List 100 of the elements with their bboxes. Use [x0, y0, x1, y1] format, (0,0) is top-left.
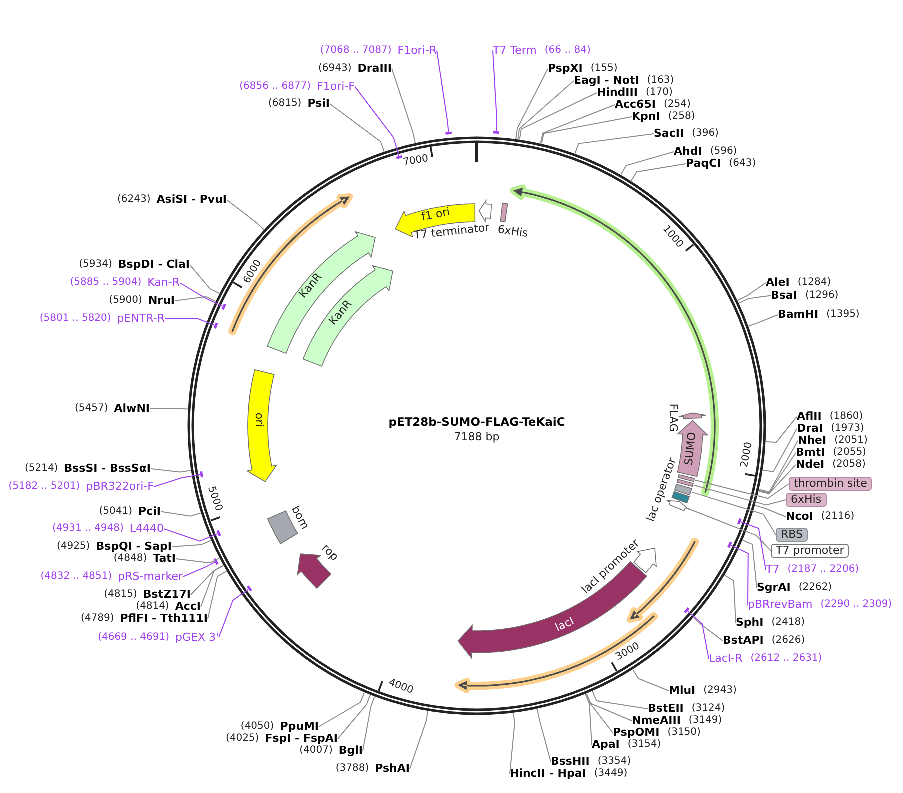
cut-position: (2418) — [772, 617, 805, 629]
cut-position: (1860) — [830, 411, 864, 423]
primer-name: T7 Term — [493, 44, 537, 57]
leader-line — [510, 712, 516, 774]
leader-line — [585, 694, 592, 746]
primer-name: F1ori-R — [398, 44, 437, 57]
leader-line — [694, 484, 786, 506]
leader-line — [518, 80, 574, 140]
enzyme-name: BssHII — [551, 756, 590, 768]
primer-name: T7 — [766, 564, 780, 576]
cut-position: (4050) — [240, 721, 274, 733]
feature-name: rop — [319, 542, 341, 564]
feature-name: FLAG — [667, 404, 679, 432]
leader-line — [330, 104, 385, 152]
primer-position: (5885 .. 5904) — [70, 277, 142, 289]
cut-position: (4007) — [300, 745, 333, 757]
enzyme-name: NdeI — [796, 459, 825, 471]
cut-position: (3354) — [598, 756, 632, 768]
cut-position: (2262) — [798, 582, 832, 594]
feature-name: T7 terminator — [414, 222, 490, 242]
cut-position: (643) — [729, 158, 756, 170]
leader-line — [758, 452, 796, 494]
cut-position: (2051) — [834, 435, 868, 447]
primer-position: (5182 .. 5201) — [8, 481, 80, 493]
leader-line — [164, 318, 216, 326]
leader-line — [172, 540, 212, 548]
primer-position: (2187 .. 2206) — [788, 564, 860, 576]
leader-line — [586, 693, 632, 722]
scale-label: 4000 — [386, 678, 415, 697]
enzyme-name: AlwNI — [114, 403, 150, 415]
primer-name: Kan-R — [148, 277, 180, 289]
leader-line — [226, 200, 265, 230]
cut-position: (258) — [668, 111, 696, 123]
cut-position: (155) — [590, 63, 618, 75]
leader-line — [586, 694, 614, 734]
enzyme-name: SphI — [736, 617, 764, 629]
leader-line — [738, 295, 772, 304]
cut-position: (4025) — [226, 733, 260, 745]
leader-line — [724, 575, 736, 624]
primer-mark — [493, 131, 500, 134]
primer-position: (2290 .. 2309) — [820, 599, 892, 611]
enzyme-name: BmtI — [796, 447, 826, 459]
cut-position: (4815) — [104, 589, 138, 601]
cut-position: (4848) — [114, 553, 148, 565]
primer-position: (2612 .. 2631) — [750, 653, 822, 665]
cut-position: (163) — [647, 75, 674, 87]
leader-line — [693, 617, 724, 642]
enzyme-name: PspOMI — [613, 727, 660, 739]
leader-line — [492, 50, 498, 132]
enzyme-name: MluI — [669, 685, 696, 697]
enzyme-name: ApaI — [592, 739, 620, 751]
cut-position: (3124) — [692, 703, 726, 715]
leader-line — [536, 708, 552, 762]
cut-position: (3149) — [688, 715, 722, 727]
enzyme-name: BstAPI — [723, 635, 764, 647]
cut-position: (3154) — [628, 739, 662, 751]
cut-position: (1296) — [805, 290, 839, 302]
primer-name: pGEX 3' — [175, 632, 219, 644]
enzyme-name: PciI — [138, 506, 161, 518]
plasmid-name: pET28b-SUMO-FLAG-TeKaiC — [388, 416, 566, 429]
leader-line — [150, 468, 192, 473]
enzyme-name: EagI - NotI — [574, 75, 640, 87]
enzyme-name: PsiI — [308, 98, 330, 110]
leader-line — [410, 710, 429, 770]
primer-name: pENTR-R — [117, 313, 165, 325]
leader-line — [592, 690, 648, 710]
enzyme-name: BglI — [338, 745, 363, 757]
scale-label: 7000 — [402, 153, 430, 168]
primer-position: (4931 .. 4948) — [52, 523, 124, 535]
leader-line — [766, 416, 798, 444]
primer-mark — [446, 132, 452, 135]
primer-name: LacI-R — [709, 653, 743, 665]
scale-label: 2000 — [740, 442, 756, 469]
leader-line — [436, 50, 450, 132]
enzyme-name: AhdI — [674, 146, 702, 158]
leader-line — [742, 540, 758, 588]
leader-line — [519, 92, 598, 140]
leader-line — [318, 692, 366, 728]
leader-line — [737, 282, 766, 301]
cut-position: (3788) — [336, 763, 370, 775]
leader-line — [190, 565, 224, 596]
enzyme-name: AleI — [766, 277, 790, 289]
enzyme-name: TatI — [153, 553, 176, 565]
enzyme-name: SacII — [654, 128, 684, 140]
enzyme-name: NruI — [148, 295, 175, 307]
leader-line — [758, 464, 796, 494]
leader-line — [176, 558, 220, 564]
enzyme-name: PspXI — [548, 63, 583, 75]
enzyme-name: BsaI — [771, 290, 798, 302]
feature-name: lacI — [554, 616, 576, 634]
enzyme-name: AsiSI - PvuI — [156, 194, 227, 206]
primer-position: (66 .. 84) — [544, 44, 591, 57]
leader-line — [190, 264, 220, 294]
cut-position: (2626) — [772, 635, 806, 647]
enzyme-name: KpnI — [632, 111, 660, 123]
enzyme-name: BamHI — [778, 309, 819, 321]
primer-name: pBRrevBam — [748, 599, 813, 611]
feature-name: SUMO — [683, 432, 699, 466]
enzyme-name: NcoI — [786, 511, 814, 523]
leader-line — [688, 611, 710, 660]
